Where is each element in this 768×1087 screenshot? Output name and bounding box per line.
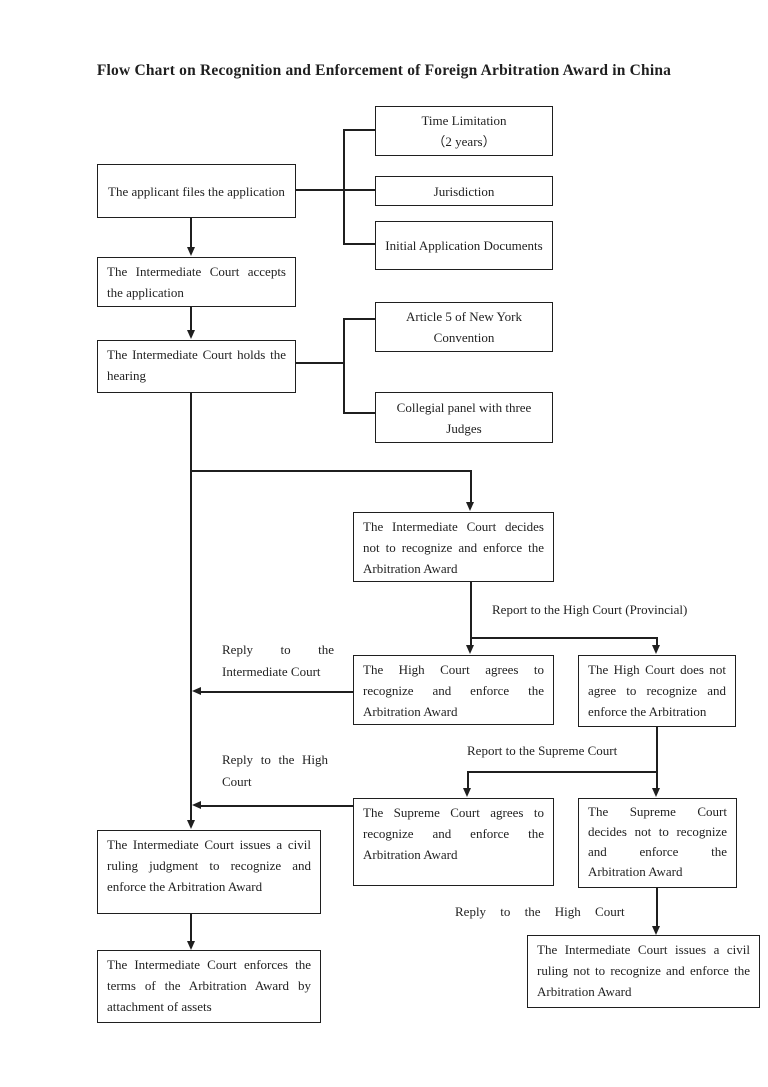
connector-branch-horizontal [190, 470, 472, 472]
box-intermediate-hearing: The Intermediate Court holds the hearing [97, 340, 296, 393]
bracket-stub-initial-documents [343, 243, 375, 245]
box-supreme-court-disagrees: The Supreme Court decides not to recogni… [578, 798, 737, 888]
bracket-stub-time-limitation [343, 129, 375, 131]
connector-accepts-hearing [190, 306, 192, 333]
connector-ruling-enforces [190, 914, 192, 942]
arrowhead-into-decides [466, 502, 474, 511]
connector-decides-down [470, 582, 472, 638]
connector-into-supreme-disagrees [656, 771, 658, 788]
connector-supreme-disagrees-down [656, 888, 658, 927]
bracket-stub-jurisdiction [296, 189, 375, 191]
bracket-stub-hearing [296, 362, 345, 364]
arrowhead-into-high-agrees [466, 645, 474, 654]
time-limitation-line1: Time Limitation [421, 113, 507, 128]
connector-applicant-accepts [190, 217, 192, 250]
box-applicant-files: The applicant files the application [97, 164, 296, 218]
arrowhead-into-issues-ruling-not [652, 926, 660, 935]
arrowhead-into-issues-ruling [187, 820, 195, 829]
arrowhead-into-hearing [187, 330, 195, 339]
arrowhead-reply-intermediate [192, 687, 201, 695]
box-intermediate-issues-ruling-not: The Intermediate Court issues a civil ru… [527, 935, 760, 1008]
box-intermediate-enforces: The Intermediate Court enforces the term… [97, 950, 321, 1023]
connector-high-disagrees-down [656, 727, 658, 773]
bracket-application-vertical [343, 129, 345, 245]
arrowhead-into-enforces [187, 941, 195, 950]
arrowhead-into-supreme-disagrees [652, 788, 660, 797]
arrowhead-reply-high [192, 801, 201, 809]
label-reply-high-court: Reply to the High Court [222, 752, 328, 789]
bracket-hearing-vertical [343, 318, 345, 414]
box-intermediate-accepts: The Intermediate Court accepts the appli… [97, 257, 296, 307]
bracket-stub-collegial [343, 412, 375, 414]
arrowhead-into-high-disagrees [652, 645, 660, 654]
label-report-supreme-court: Report to the Supreme Court [467, 743, 618, 758]
connector-reply-high [200, 805, 353, 807]
connector-supreme-split [467, 771, 658, 773]
connector-into-high-disagrees [656, 637, 658, 647]
box-supreme-court-agrees: The Supreme Court agrees to recognize an… [353, 798, 554, 886]
box-intermediate-decides-not: The Intermediate Court decides not to re… [353, 512, 554, 582]
time-limitation-line2: （2 years） [432, 134, 496, 149]
box-high-court-agrees: The High Court agrees to recognize and e… [353, 655, 554, 725]
box-high-court-disagrees: The High Court does not agree to recogni… [578, 655, 736, 727]
connector-reply-intermediate [200, 691, 353, 693]
page-title: Flow Chart on Recognition and Enforcemen… [96, 62, 672, 79]
label-report-high-court: Report to the High Court (Provincial) [492, 602, 688, 617]
box-time-limitation: Time Limitation （2 years） [375, 106, 553, 156]
connector-main-spine [190, 392, 192, 822]
connector-into-high-agrees [470, 637, 472, 647]
label-reply-intermediate-court: Reply to the Intermediate Court [222, 642, 334, 679]
box-initial-documents: Initial Application Documents [375, 221, 553, 270]
connector-high-split [470, 637, 658, 639]
connector-into-decides [470, 470, 472, 503]
box-article5-convention: Article 5 of New York Convention [375, 302, 553, 352]
arrowhead-into-accepts [187, 247, 195, 256]
connector-into-supreme-agrees [467, 771, 469, 788]
label-reply-high-court-bottom: Reply to the High Court [455, 904, 625, 919]
arrowhead-into-supreme-agrees [463, 788, 471, 797]
box-jurisdiction: Jurisdiction [375, 176, 553, 206]
box-intermediate-issues-ruling: The Intermediate Court issues a civil ru… [97, 830, 321, 914]
box-collegial-panel: Collegial panel with three Judges [375, 392, 553, 443]
bracket-stub-article5 [343, 318, 375, 320]
